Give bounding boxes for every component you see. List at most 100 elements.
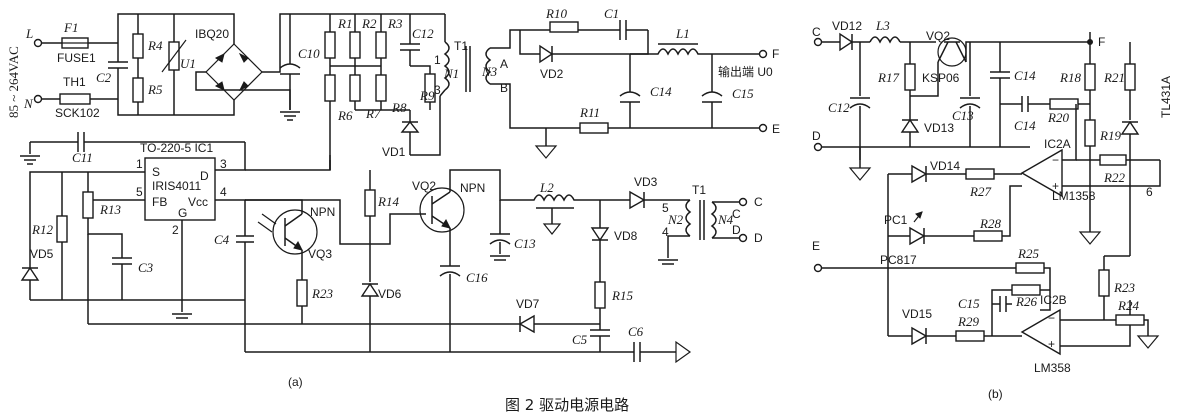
label-ibq20: IBQ20 <box>195 27 229 41</box>
label-t1: T1 <box>454 39 468 53</box>
resistor-r22 <box>1099 154 1127 166</box>
input-voltage-label: 85 ~ 264VAC <box>6 46 21 118</box>
label-vd14: VD14 <box>930 159 960 173</box>
label-vd13: VD13 <box>924 121 954 135</box>
diode-vd3 <box>629 190 646 210</box>
figure-caption: 图 2 驱动电源电路 <box>505 396 629 414</box>
label-c12-b: C12 <box>828 100 850 115</box>
label-c13: C13 <box>514 236 536 251</box>
label-l: L <box>25 26 33 41</box>
label-f-a: F <box>772 47 779 61</box>
label-r21: R21 <box>1103 70 1125 85</box>
label-r24: R24 <box>1117 298 1139 313</box>
resistor-r7 <box>349 74 361 102</box>
label-l3: L3 <box>875 18 890 33</box>
label-r8: R8 <box>391 100 407 115</box>
diode-vd13 <box>900 118 920 133</box>
diode-vd2 <box>539 44 554 64</box>
label-vd3: VD3 <box>634 175 658 189</box>
label-ic-pin2: 2 <box>172 223 179 237</box>
label-n2: N2 <box>667 212 684 227</box>
diode-vd5 <box>20 266 40 281</box>
label-pin1: 1 <box>434 53 441 67</box>
label-r18: R18 <box>1059 70 1081 85</box>
label-th1: TH1 <box>63 75 86 89</box>
label-c15: C15 <box>732 86 754 101</box>
label-c-b: C <box>812 25 821 39</box>
label-sub-a: (a) <box>288 375 303 389</box>
label-n: N <box>23 96 34 111</box>
label-r26: R26 <box>1015 294 1037 309</box>
transformer-winding-n2 <box>685 199 692 237</box>
resistor-r24 <box>1115 314 1145 326</box>
label-vq3: VQ3 <box>308 247 332 261</box>
label-vq2-b: VQ2 <box>926 29 950 43</box>
label-r1: R1 <box>337 16 352 31</box>
label-l2: L2 <box>539 180 554 195</box>
resistor-r28 <box>973 230 1003 242</box>
label-r15: R15 <box>611 288 633 303</box>
label-n4: N4 <box>717 212 734 227</box>
label-vd2: VD2 <box>540 67 564 81</box>
label-r4: R4 <box>147 38 163 53</box>
label-r23-a: R23 <box>311 286 333 301</box>
label-ic2b-minus: − <box>1048 311 1055 325</box>
label-lm358a: LM1358 <box>1052 189 1096 203</box>
label-r22: R22 <box>1103 170 1125 185</box>
label-kspd: KSP06 <box>922 71 960 85</box>
label-ic-pin3: 3 <box>220 157 227 171</box>
label-r19: R19 <box>1099 128 1121 143</box>
label-c6: C6 <box>628 324 644 339</box>
thermistor-th1 <box>59 93 91 105</box>
label-ic2b-plus: + <box>1048 337 1055 351</box>
resistor-r2 <box>349 31 361 59</box>
label-r27: R27 <box>969 184 991 199</box>
label-r9: R9 <box>419 88 435 103</box>
label-r23-b: R23 <box>1113 280 1135 295</box>
diode-vd15 <box>911 326 928 346</box>
label-vd7: VD7 <box>516 297 540 311</box>
resistor-r10 <box>549 21 579 33</box>
label-c-a: C <box>754 195 763 209</box>
label-c10: C10 <box>298 46 320 61</box>
label-t1b: T1 <box>692 183 706 197</box>
diode-vd8 <box>590 227 610 242</box>
terminal-d-b <box>813 142 823 152</box>
label-ic-g: G <box>178 206 187 220</box>
label-vd15: VD15 <box>902 307 932 321</box>
label-e-b: E <box>812 239 820 253</box>
ground-symbol-c6 <box>675 340 692 364</box>
label-r29: R29 <box>957 314 979 329</box>
terminal-d-a <box>738 233 748 243</box>
label-ic-fb: FB <box>152 195 167 209</box>
label-vd8: VD8 <box>614 229 638 243</box>
resistor-r8 <box>375 74 387 102</box>
label-npn1: NPN <box>310 205 335 219</box>
label-r7: R7 <box>365 106 381 121</box>
resistor-r19 <box>1084 119 1096 147</box>
label-c3: C3 <box>138 260 154 275</box>
label-r25: R25 <box>1017 246 1039 261</box>
label-c15-b: C15 <box>958 296 980 311</box>
resistor-r6 <box>324 74 336 102</box>
label-r13: R13 <box>99 202 121 217</box>
label-vd1: VD1 <box>382 145 406 159</box>
label-ic2b: IC2B <box>1040 293 1067 307</box>
label-ic-pin4: 4 <box>220 185 227 199</box>
label-tl431: TL431A <box>1159 76 1173 118</box>
transformer-secondary-n3 <box>485 47 492 85</box>
resistor-r4 <box>132 33 144 59</box>
label-b: B <box>500 81 508 95</box>
label-ic-name: IRIS4011 <box>152 179 201 193</box>
diode-vd12 <box>839 32 854 52</box>
terminal-e-b <box>813 263 823 273</box>
label-pin5: 5 <box>662 201 669 215</box>
transformer-winding-n4 <box>710 201 717 239</box>
label-a: A <box>500 57 508 71</box>
resistor-r18 <box>1084 63 1096 91</box>
label-r3: R3 <box>387 16 403 31</box>
label-pin6: 6 <box>1146 185 1153 199</box>
label-r17: R17 <box>877 70 899 85</box>
resistor-r20 <box>1049 98 1079 110</box>
